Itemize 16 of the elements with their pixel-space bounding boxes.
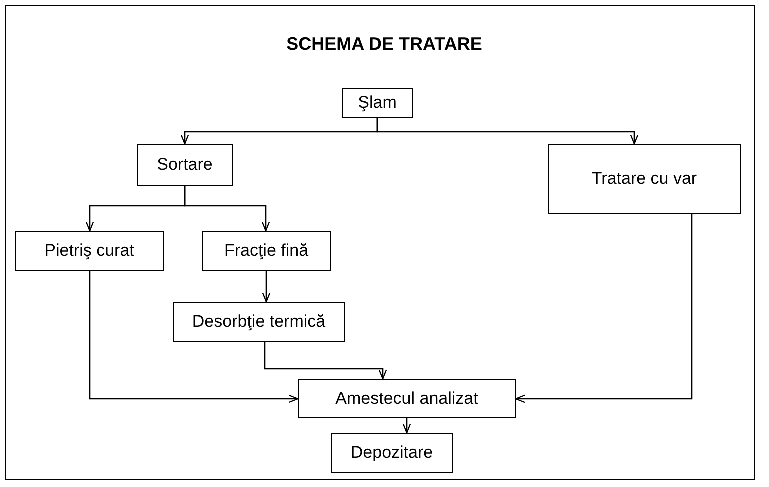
arrow bbox=[184, 186, 270, 232]
process-box: Fracţie fină bbox=[202, 231, 331, 271]
arrow bbox=[515, 214, 693, 404]
process-box: Pietriş curat bbox=[15, 231, 164, 271]
process-box: Sortare bbox=[137, 144, 233, 186]
process-box: Depozitare bbox=[331, 433, 453, 473]
process-box: Şlam bbox=[342, 88, 413, 118]
process-box: Tratare cu var bbox=[548, 144, 741, 214]
arrow bbox=[89, 271, 299, 404]
process-box: Desorbţie termică bbox=[173, 302, 345, 342]
arrow bbox=[402, 418, 412, 434]
arrow bbox=[264, 342, 388, 380]
process-box: Amestecul analizat bbox=[298, 379, 516, 418]
arrow bbox=[262, 271, 271, 303]
diagram-title: SCHEMA DE TRATARE bbox=[286, 34, 482, 55]
arrow bbox=[376, 118, 639, 145]
